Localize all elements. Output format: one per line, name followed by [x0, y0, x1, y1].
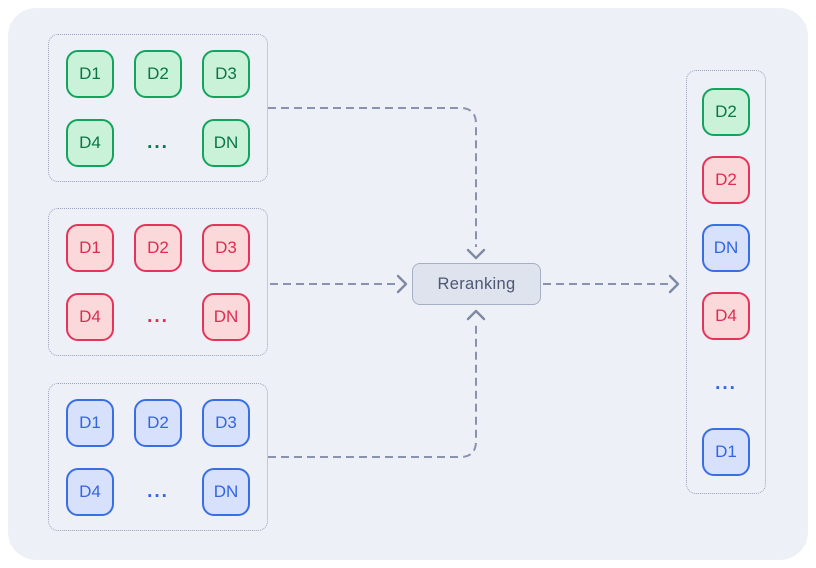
candidate-group-green: D1 D2 D3 D4 ... DN — [48, 34, 268, 182]
ellipsis-label: ... — [715, 373, 737, 394]
reranking-label: Reranking — [437, 274, 516, 293]
doc-box: DN — [702, 224, 750, 272]
doc-box: D4 — [66, 467, 114, 516]
doc-box: D3 — [202, 49, 250, 98]
doc-box: D4 — [702, 292, 750, 340]
candidate-group-blue: D1 D2 D3 D4 ... DN — [48, 383, 268, 531]
arrowhead-up-icon — [466, 309, 486, 321]
diagram-card — [8, 8, 808, 560]
doc-box: DN — [202, 292, 250, 341]
reranked-output-column: D2 D2 DN D4 ... D1 — [686, 70, 766, 494]
doc-box: D2 — [134, 49, 182, 98]
candidate-group-red: D1 D2 D3 D4 ... DN — [48, 208, 268, 356]
doc-box: D2 — [134, 223, 182, 272]
doc-box: D3 — [202, 223, 250, 272]
arrowhead-right-icon — [668, 274, 680, 294]
ellipsis-label: ... — [147, 480, 169, 502]
ellipsis-label: ... — [147, 131, 169, 153]
doc-box: D1 — [66, 398, 114, 447]
doc-box: D2 — [702, 156, 750, 204]
doc-box: D1 — [66, 49, 114, 98]
doc-box: D1 — [66, 223, 114, 272]
doc-box: DN — [202, 118, 250, 167]
doc-box: D2 — [702, 88, 750, 136]
ellipsis-label: ... — [147, 305, 169, 327]
doc-box: D3 — [202, 398, 250, 447]
doc-box: D4 — [66, 118, 114, 167]
reranking-node: Reranking — [412, 263, 541, 305]
arrowhead-down-icon — [466, 248, 486, 260]
doc-box: D1 — [702, 428, 750, 476]
doc-box: D2 — [134, 398, 182, 447]
doc-box: DN — [202, 467, 250, 516]
arrowhead-right-icon — [396, 274, 408, 294]
doc-box: D4 — [66, 292, 114, 341]
